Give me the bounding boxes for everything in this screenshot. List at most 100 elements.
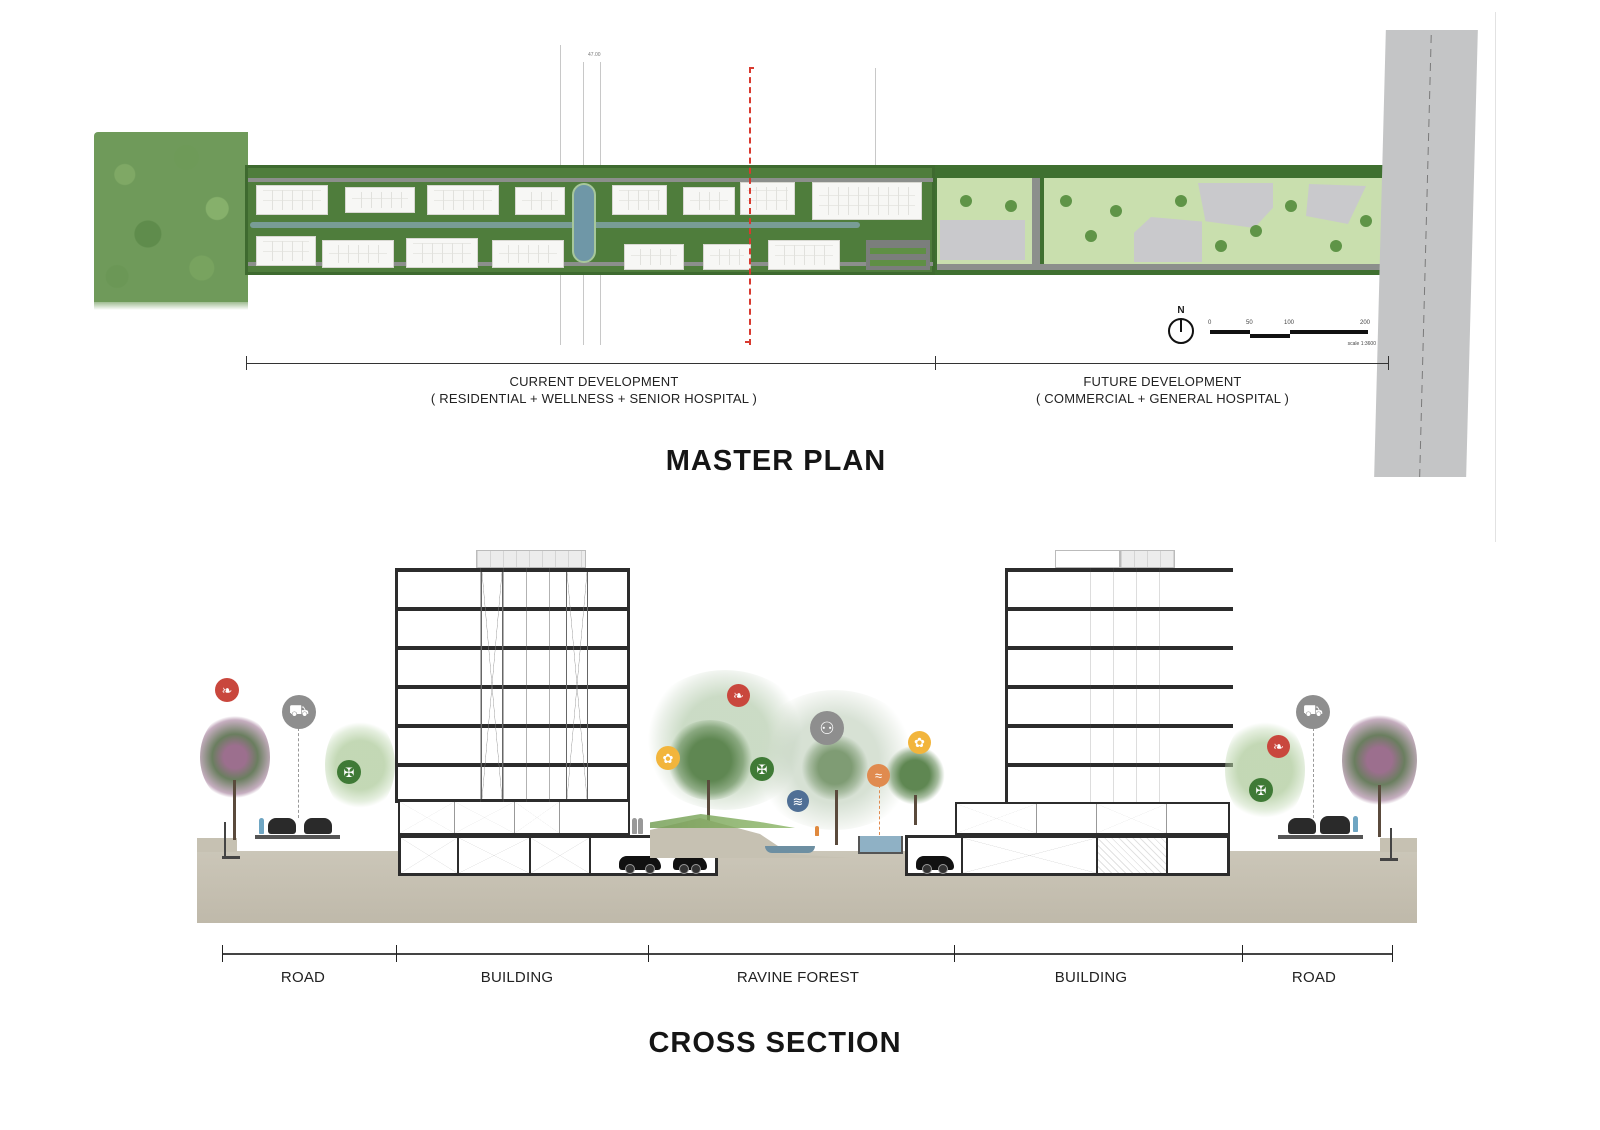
extent-line [246, 363, 1388, 364]
building-footprint [345, 187, 415, 213]
bird-icon: ❧ [1267, 735, 1290, 758]
car [1288, 818, 1316, 834]
parking-stalls [870, 244, 926, 266]
extent-tick [246, 356, 247, 370]
pool [858, 836, 903, 854]
extent-tick [1388, 356, 1389, 370]
north-label: N [1177, 305, 1185, 316]
car [304, 818, 332, 834]
parked-car [619, 856, 661, 874]
podium-bay [1037, 804, 1097, 833]
segment-tick [1392, 945, 1393, 962]
ravine-tree [800, 735, 870, 800]
building-footprint [703, 244, 751, 270]
cross-section-title: CROSS SECTION [648, 1027, 902, 1059]
rooftop-equipment [1120, 550, 1175, 568]
tree [1060, 195, 1072, 207]
building-footprint [256, 236, 316, 266]
person [1353, 816, 1358, 832]
basement-bay [531, 838, 591, 873]
tree [960, 195, 972, 207]
ground-raised [197, 838, 237, 852]
context-line [875, 68, 876, 168]
current-development-title: CURRENT DEVELOPMENT [509, 374, 679, 389]
scale-note: scale 1:3600 [1347, 341, 1376, 347]
podium-bay [1097, 804, 1167, 833]
segment-tick [954, 945, 955, 962]
car [268, 818, 296, 834]
swimmer-icon: ≈ [867, 764, 890, 787]
parked-car [673, 856, 707, 874]
future-building-pad [940, 220, 1025, 260]
person [815, 826, 819, 836]
dragonfly-icon: ✠ [750, 757, 774, 781]
unit-partitions [1068, 568, 1170, 802]
building-footprint [624, 244, 684, 270]
floor-slab [395, 685, 630, 689]
right-tower [1005, 568, 1233, 802]
person [259, 818, 264, 834]
floor-slab [1005, 763, 1233, 767]
master-plan-title: MASTER PLAN [665, 445, 887, 477]
fish-icon: ≋ [787, 790, 809, 812]
stair-core [566, 572, 588, 799]
badge-leader [879, 785, 880, 835]
floor-slab [1005, 568, 1233, 572]
building-footprint [515, 187, 565, 215]
extent-tick [935, 356, 936, 370]
section-cut-marker [745, 341, 750, 343]
current-development-uses: ( RESIDENTIAL + WELLNESS + SENIOR HOSPIT… [430, 391, 758, 406]
segment-dimension-line [222, 953, 1393, 955]
ground-raised [1380, 838, 1417, 852]
bench [1380, 858, 1398, 861]
floor-slab [395, 568, 630, 572]
segment-label-building-left: BUILDING [480, 969, 554, 986]
building-footprint [427, 185, 499, 215]
background-tree [325, 715, 395, 815]
badge-leader [298, 728, 299, 818]
page-rule [1495, 12, 1496, 542]
internal-road [248, 262, 933, 266]
lobby-bay [455, 802, 515, 833]
tree [1330, 240, 1342, 252]
building-footprint [492, 240, 564, 268]
floor-slab [395, 799, 630, 803]
bird-icon: ❧ [727, 684, 750, 707]
squirrel-icon: ✿ [656, 746, 680, 770]
current-development-label: CURRENT DEVELOPMENT ( RESIDENTIAL + WELL… [400, 373, 788, 407]
building-footprint [322, 240, 394, 268]
elevator-core [481, 572, 503, 799]
car [1320, 816, 1350, 834]
segment-tick [222, 945, 223, 962]
road-surface [255, 835, 340, 839]
lobby-bay [400, 802, 455, 833]
basement-bay [963, 838, 1098, 873]
bench [222, 856, 240, 859]
north-arrow: N [1166, 306, 1196, 344]
future-building-pad [1198, 183, 1273, 228]
basement-bay [401, 838, 459, 873]
basement-bay [908, 838, 963, 873]
ravine-tree [665, 720, 755, 800]
internal-road [937, 264, 1387, 270]
section-cut-line [749, 67, 751, 345]
segment-label-road-right: ROAD [1291, 969, 1337, 986]
squirrel-icon: ✿ [908, 731, 931, 754]
future-building-pad [1134, 217, 1202, 262]
tree [1360, 215, 1372, 227]
future-development-title: FUTURE DEVELOPMENT [1083, 374, 1242, 389]
ground [197, 851, 1417, 923]
scale-tick: 100 [1284, 320, 1295, 326]
floor-slab [1005, 607, 1233, 611]
floor-slab [1005, 685, 1233, 689]
segment-tick [1242, 945, 1243, 962]
floor-slab [1005, 724, 1233, 728]
tree [1175, 195, 1187, 207]
dragonfly-icon: ✠ [337, 760, 361, 784]
badge-leader [1313, 728, 1314, 818]
parked-car [916, 856, 954, 874]
building-footprint [256, 185, 328, 215]
ravine-grass [650, 814, 795, 828]
bird-icon: ❧ [215, 678, 239, 702]
basement-bay [459, 838, 531, 873]
